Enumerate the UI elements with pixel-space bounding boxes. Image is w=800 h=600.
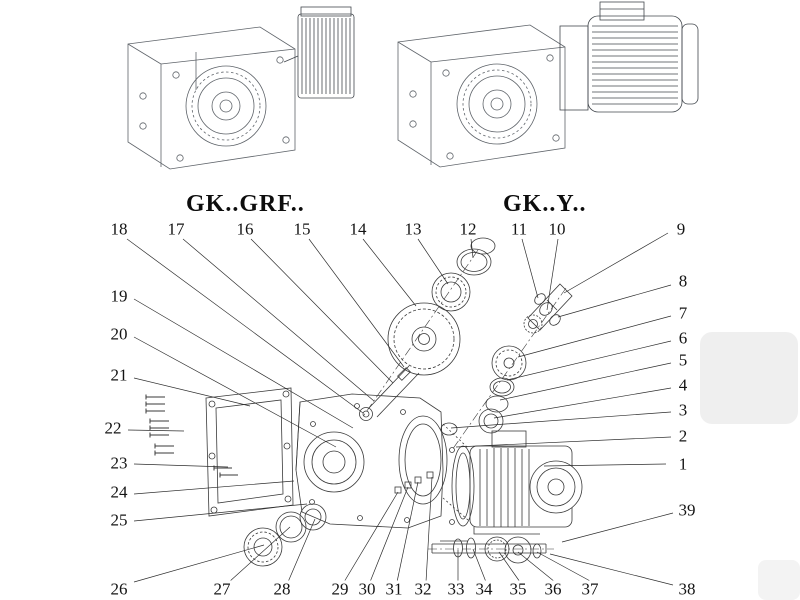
leader-lines [126,232,674,586]
callout-34: 34 [473,579,495,599]
mounting-flange-plate [205,387,294,517]
center-axes [361,249,567,550]
callout-8: 8 [676,271,690,291]
model-label-gk-y: GK..Y.. [503,191,587,217]
callout-10: 10 [546,219,568,239]
electric-motor-top [559,1,699,113]
callout-11: 11 [508,219,530,239]
input-pinion-shaft [523,283,573,334]
gear-housing [295,393,469,529]
callout-5: 5 [676,350,690,370]
grf-input-adapter [283,6,355,99]
motor [449,430,583,535]
callout-38: 38 [676,579,698,599]
mid-gear-stack [440,345,527,436]
scan-artifact [700,332,800,600]
callout-35: 35 [507,579,529,599]
callout-17: 17 [165,219,187,239]
callout-15: 15 [291,219,313,239]
callout-22: 22 [102,418,124,438]
callout-26: 26 [108,579,130,599]
callout-25: 25 [108,510,130,530]
callout-16: 16 [234,219,256,239]
callout-33: 33 [445,579,467,599]
gk-grf-assembly-drawing [127,6,355,170]
upper-retaining-rings [456,237,496,276]
callout-36: 36 [542,579,564,599]
callout-23: 23 [108,453,130,473]
callout-21: 21 [108,365,130,385]
exploded-view [145,237,583,567]
callout-28: 28 [271,579,293,599]
callout-19: 19 [108,286,130,306]
model-label-gk-grf: GK..GRF.. [186,191,305,217]
callout-14: 14 [347,219,369,239]
callout-39: 39 [676,500,698,520]
callout-13: 13 [402,219,424,239]
callout-32: 32 [412,579,434,599]
callout-27: 27 [211,579,233,599]
callout-9: 9 [674,219,688,239]
callout-24: 24 [108,482,130,502]
callout-30: 30 [356,579,378,599]
callout-1: 1 [676,454,690,474]
output-shaft-assembly [431,536,547,564]
callout-31: 31 [383,579,405,599]
upper-bearing [431,272,471,312]
intermediate-gear-shaft [367,302,461,418]
callout-29: 29 [329,579,351,599]
output-bearings [243,503,327,567]
gk-y-assembly-drawing [397,1,699,168]
callout-2: 2 [676,426,690,446]
callout-3: 3 [676,400,690,420]
callout-6: 6 [676,328,690,348]
callout-37: 37 [579,579,601,599]
callout-20: 20 [108,324,130,344]
callout-4: 4 [676,375,690,395]
callout-12: 12 [457,219,479,239]
callout-7: 7 [676,303,690,323]
callout-18: 18 [108,219,130,239]
